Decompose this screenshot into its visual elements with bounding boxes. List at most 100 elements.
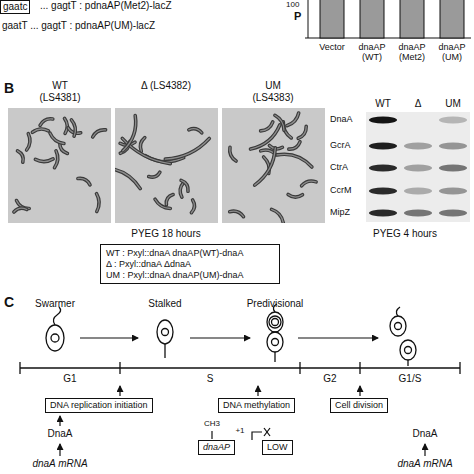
blot-band (439, 117, 467, 124)
label: DnaA (403, 428, 447, 440)
text-box: LOW (262, 440, 293, 455)
blot-band (369, 117, 397, 124)
box-text: LOW (267, 442, 288, 453)
label: dnaAP (UM) (433, 42, 471, 63)
micrograph-cells (230, 113, 316, 223)
bacterial-cell (27, 134, 30, 150)
label: dnaA mRNA (385, 458, 465, 470)
label: dnaAP (WT) (353, 42, 391, 63)
bacterial-cell (302, 181, 317, 186)
label: UM (LS4383) (246, 80, 300, 103)
event-arrows (60, 386, 425, 456)
micrograph (115, 108, 218, 223)
bacterial-cell (191, 200, 194, 213)
bacterial-cell-highlight (32, 129, 48, 132)
bacterial-cell (97, 194, 100, 212)
label: CH3 (197, 419, 227, 428)
bacterial-cell (277, 154, 312, 167)
bacterial-cell-highlight (35, 159, 53, 162)
bacterial-cell (14, 208, 27, 212)
label: GcrA (330, 140, 366, 150)
blot-band (404, 165, 432, 172)
bacterial-cell-highlight (93, 130, 106, 137)
blot-band (439, 210, 467, 217)
bacterial-cell (166, 195, 173, 205)
text-box: DNA replication initiation (45, 398, 153, 413)
label: DnaA (330, 114, 366, 124)
bacterial-cell-highlight (251, 125, 280, 149)
bacterial-cell (50, 133, 64, 143)
bacterial-cell (55, 151, 58, 168)
box-text: DNA methylation (223, 400, 290, 411)
label: ... gagtT : pdnaAP(Met2)-lacZ (40, 0, 290, 12)
blot-band (369, 165, 397, 172)
bacterial-cell-highlight (272, 209, 284, 222)
bacterial-cell (298, 126, 306, 138)
bacterial-cell-highlight (55, 151, 58, 168)
bacterial-cell-highlight (166, 195, 173, 205)
progression-arrows (80, 337, 378, 338)
text-box: gaatc (0, 0, 30, 14)
micrograph-cells (115, 116, 209, 213)
blot-band (404, 210, 432, 217)
bacterial-cell (255, 148, 276, 185)
bacterial-cell-highlight (230, 211, 244, 217)
label: Δ (403, 98, 433, 110)
bacterial-cell-highlight (180, 183, 183, 197)
blot-band (404, 188, 432, 195)
bacterial-cell-highlight (298, 126, 306, 138)
label: gaatT ... gagtT : pdnaAP(UM)-lacZ (2, 20, 282, 32)
label: +1 (232, 426, 248, 435)
box-text: DNA replication initiation (50, 400, 148, 411)
western-blot (366, 112, 470, 222)
bacterial-cell-highlight (277, 154, 312, 167)
bacterial-cell (230, 147, 236, 161)
bacterial-cell-highlight (165, 139, 209, 160)
bacterial-cell-highlight (288, 195, 302, 198)
label: C (4, 294, 20, 310)
label: B (4, 80, 20, 96)
label: 100 (286, 0, 306, 9)
bacterial-cell (32, 129, 48, 132)
bacterial-cell-highlight (40, 119, 53, 126)
box-text: gaatc (3, 1, 27, 13)
bacterial-cell (35, 159, 53, 162)
bacterial-cell-highlight (97, 194, 100, 212)
bacterial-cell (287, 113, 299, 126)
bacterial-cell (18, 151, 24, 162)
label: Δ (LS4382) (139, 80, 193, 92)
bacterial-cell (289, 142, 300, 149)
label: Vector (313, 42, 351, 52)
label: MipZ (330, 207, 366, 217)
box-text: WT : Pxyl::dnaA dnaAP(WT)-dnaA (106, 248, 274, 259)
label: S (195, 373, 225, 385)
bacterial-cell-highlight (302, 181, 317, 186)
blot-band (369, 210, 397, 217)
bacterial-cell (189, 129, 202, 133)
blot-band (439, 188, 467, 195)
label: DnaA (38, 428, 82, 440)
bacterial-cell (123, 116, 136, 151)
bacterial-cell (140, 138, 144, 152)
text-box: Cell division (330, 398, 388, 413)
bacterial-cell (230, 211, 244, 217)
bacterial-cell-highlight (115, 168, 140, 189)
bacterial-cell (272, 209, 284, 222)
bacterial-cell-highlight (287, 113, 299, 126)
label: PYEG 4 hours (350, 228, 460, 240)
blot-band (439, 143, 467, 150)
text-box: WT : Pxyl::dnaA dnaAP(WT)-dnaAΔ : Pxyl::… (100, 244, 280, 284)
bacterial-cell-highlight (230, 147, 236, 161)
bacterial-cell-highlight (65, 118, 68, 133)
label: Predivisional (233, 298, 317, 310)
label: P (294, 10, 306, 23)
box-text: Δ : Pxyl::dnaA ΔdnaA (106, 259, 274, 270)
bacterial-cell-highlight (261, 122, 273, 131)
label: Swarmer (23, 298, 87, 310)
micrograph-cells (14, 118, 106, 212)
box-text: dnaAP (203, 442, 230, 453)
label: PYEG 18 hours (106, 228, 226, 240)
bacterial-cell-highlight (140, 138, 144, 152)
bacterial-cell-highlight (189, 129, 202, 133)
